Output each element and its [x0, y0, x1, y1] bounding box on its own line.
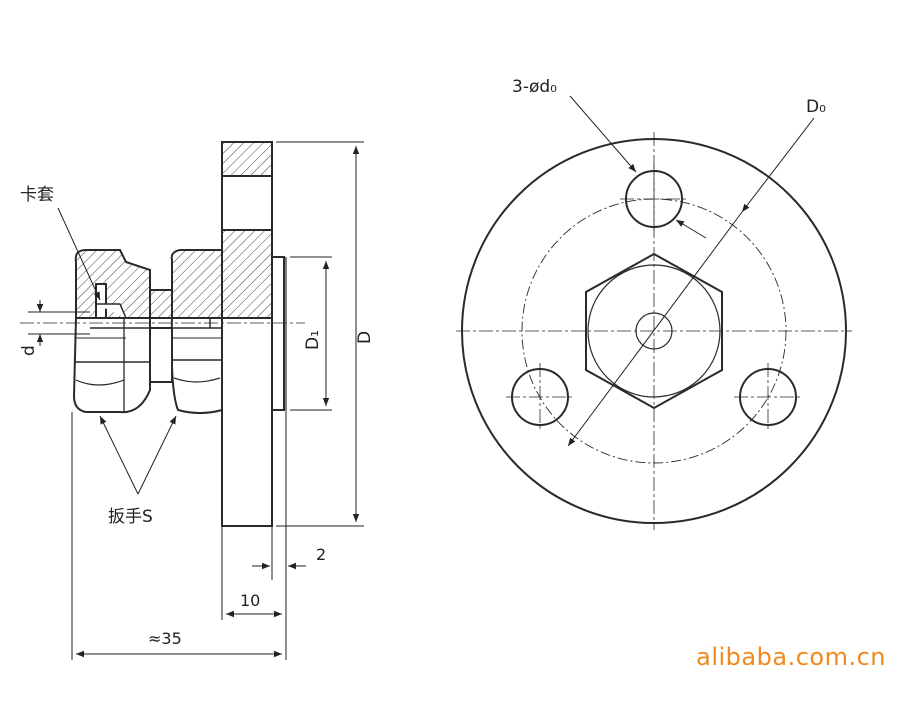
label-ferrule: 卡套 — [20, 185, 54, 205]
label-D1: D₁ — [303, 330, 323, 350]
label-D: D — [355, 331, 375, 344]
label-dim-35: ≈35 — [148, 629, 182, 648]
label-wrench: 扳手S — [108, 507, 153, 527]
label-D0: D₀ — [806, 97, 826, 117]
flange-spigot — [271, 256, 285, 411]
front-view — [456, 132, 852, 530]
label-d: d — [19, 345, 39, 356]
label-dim-2: 2 — [316, 545, 326, 564]
neck-upper — [149, 289, 173, 319]
side-view — [20, 141, 305, 527]
label-holes: 3-ød₀ — [512, 77, 557, 97]
side-dimensions — [28, 141, 364, 660]
front-dimensions — [567, 95, 815, 447]
body-hex-lower — [170, 317, 223, 414]
flange-lower — [221, 317, 273, 527]
watermark: alibaba.com.cn — [696, 643, 886, 671]
nut-upper — [74, 249, 151, 319]
body-hex-upper — [170, 249, 223, 319]
nut-lower — [72, 317, 151, 414]
flange-upper-hole — [221, 175, 273, 231]
label-dim-10: 10 — [240, 591, 260, 610]
ferrule — [95, 283, 107, 319]
neck-lower — [149, 327, 173, 383]
